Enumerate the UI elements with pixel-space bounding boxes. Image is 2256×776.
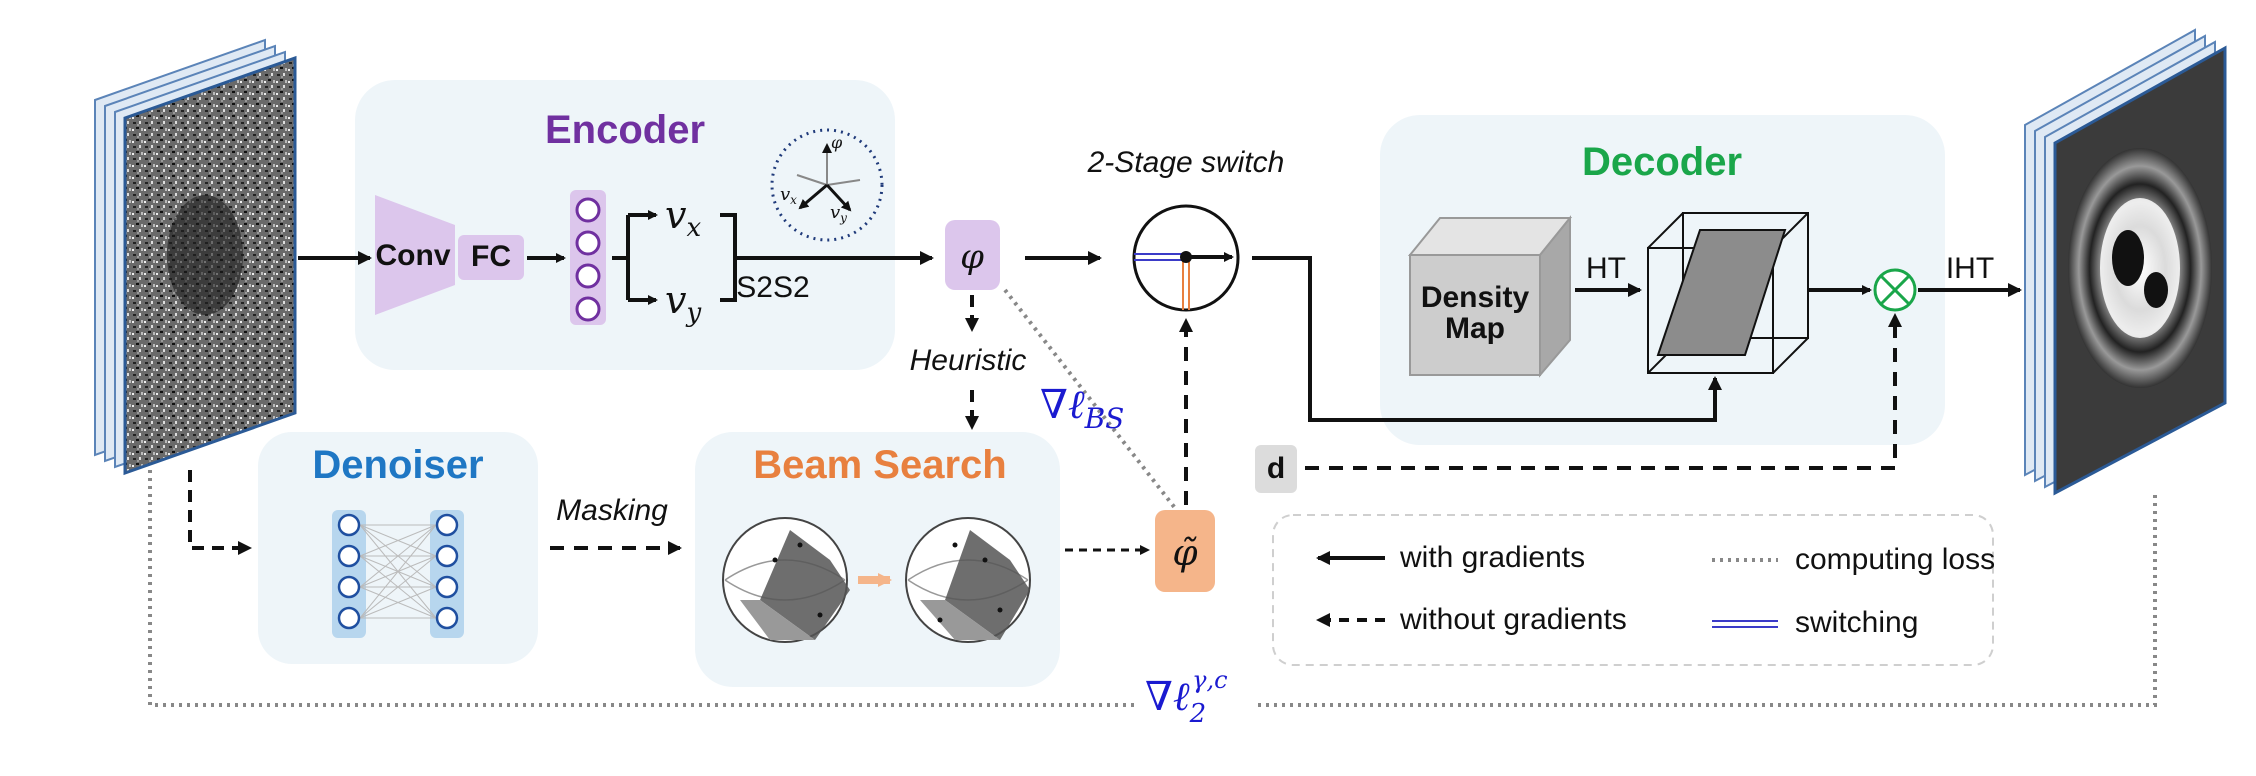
iht-label: IHT — [1946, 252, 1994, 285]
conv-label: Conv — [376, 239, 451, 272]
glyph-vx: vx — [780, 184, 797, 207]
feature-vector — [570, 190, 606, 325]
phi-box — [945, 220, 1000, 290]
vx-symbol: vx — [665, 193, 701, 243]
denoiser-network — [332, 510, 464, 638]
l2-loss-dotted-loop — [148, 470, 2157, 707]
d-label: d — [1267, 452, 1285, 485]
vy-symbol: vy — [665, 278, 701, 328]
beam-search-title: Beam Search — [753, 443, 1006, 487]
vector-node — [575, 296, 601, 322]
d-box — [1255, 445, 1297, 493]
slice-cube — [1647, 212, 1809, 374]
vector-node — [575, 263, 601, 289]
fc-block — [458, 235, 524, 280]
denoiser-panel — [258, 432, 538, 664]
switch-to-decoder-path — [1252, 256, 1722, 422]
legend-computing-loss: computing loss — [1795, 543, 1995, 576]
heuristic-label: Heuristic — [910, 344, 1027, 377]
density-map-label-2: Map — [1445, 312, 1505, 345]
fc-label: FC — [471, 240, 511, 273]
phi-symbol: φ — [960, 237, 984, 277]
output-image-stack — [2024, 28, 2227, 496]
input-to-denoiser-path — [188, 470, 252, 555]
conv-block — [375, 195, 455, 315]
legend-without-gradients: without gradients — [1399, 603, 1627, 636]
ht-label: HT — [1586, 252, 1626, 285]
encoder-title: Encoder — [545, 108, 705, 152]
decoder-title: Decoder — [1582, 140, 1742, 184]
input-image-stack — [94, 38, 297, 476]
beam-sphere-right — [905, 517, 1031, 643]
switch-title: 2-Stage switch — [1087, 146, 1285, 179]
phi-tilde-box — [1155, 510, 1215, 592]
glyph-vy: vy — [830, 202, 847, 225]
vector-node — [575, 197, 601, 223]
bs-loss-dotted — [1003, 288, 1177, 510]
density-map-label-1: Density — [1421, 281, 1530, 314]
masking-label: Masking — [556, 494, 668, 527]
denoiser-title: Denoiser — [312, 443, 483, 487]
beam-sphere-left — [722, 517, 850, 643]
axes-glyph: φ vx vy — [770, 128, 884, 242]
s2s2-label: S2S2 — [736, 271, 809, 304]
legend-with-gradients: with gradients — [1399, 541, 1585, 574]
encoder-panel — [355, 80, 895, 370]
density-map-cube — [1407, 215, 1573, 378]
d-to-mult-path — [1305, 313, 1902, 470]
phi-tilde-symbol: φ̃ — [1172, 533, 1198, 574]
legend-switching: switching — [1795, 606, 1918, 639]
grad-l2-label: ∇ℓ2γ,c — [1145, 666, 1228, 729]
grad-bs-label: ∇ℓBS — [1040, 382, 1124, 435]
glyph-phi: φ — [831, 133, 843, 152]
split-bracket — [612, 215, 630, 300]
legend-box — [1272, 514, 1994, 666]
vector-node — [575, 230, 601, 256]
